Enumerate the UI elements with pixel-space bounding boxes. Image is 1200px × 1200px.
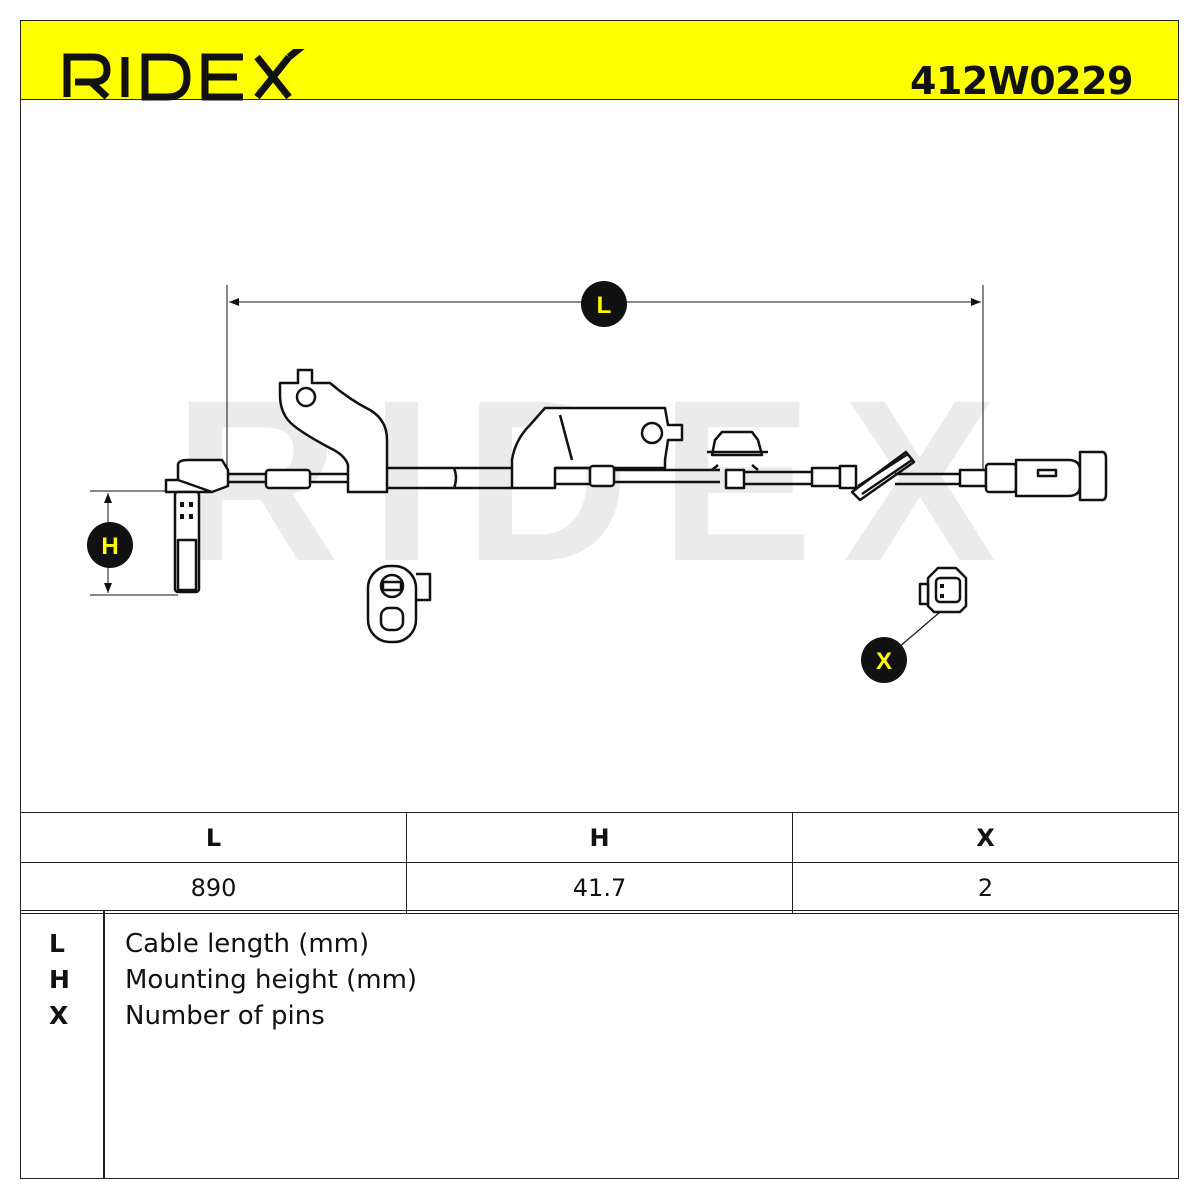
sensor-end-view bbox=[366, 564, 432, 644]
legend-row-h: H Mounting height (mm) bbox=[21, 965, 1178, 1001]
spec-value-l: 890 bbox=[20, 862, 407, 914]
spec-value-row: 890 41.7 2 bbox=[20, 862, 1179, 914]
spec-header-row: L H X bbox=[20, 812, 1179, 863]
legend-key: X bbox=[49, 1001, 69, 1030]
legend-text: Number of pins bbox=[125, 1001, 325, 1031]
legend-text: Mounting height (mm) bbox=[125, 965, 418, 995]
spec-value-h: 41.7 bbox=[406, 862, 793, 914]
part-number: 412W0229 bbox=[910, 59, 1134, 103]
legend-key: H bbox=[49, 965, 70, 994]
connector-end-view bbox=[897, 566, 968, 649]
sensor-head bbox=[164, 458, 230, 594]
spec-header-x: X bbox=[792, 812, 1179, 863]
header-bar: 412W0229 bbox=[20, 20, 1179, 103]
badge-l: L bbox=[581, 281, 627, 327]
legend-text: Cable length (mm) bbox=[125, 929, 370, 959]
badge-h: H bbox=[87, 522, 133, 568]
legend-row-l: L Cable length (mm) bbox=[21, 929, 1178, 965]
legend-row-x: X Number of pins bbox=[21, 1001, 1178, 1037]
legend-key: L bbox=[49, 929, 65, 958]
spec-header-h: H bbox=[406, 812, 793, 863]
svg-text:L: L bbox=[597, 292, 612, 319]
sensor-diagram: RIDEX bbox=[87, 281, 1108, 683]
spec-header-l: L bbox=[20, 812, 407, 863]
ridex-logo bbox=[63, 49, 305, 101]
legend: L Cable length (mm) H Mounting height (m… bbox=[20, 910, 1179, 1179]
badge-x: X bbox=[861, 637, 907, 683]
svg-text:X: X bbox=[876, 648, 892, 675]
legend-divider bbox=[103, 911, 105, 1178]
svg-text:H: H bbox=[101, 533, 118, 560]
spec-value-x: 2 bbox=[792, 862, 1179, 914]
cable bbox=[228, 368, 1108, 502]
spec-table: L H X 890 41.7 2 bbox=[20, 812, 1179, 914]
